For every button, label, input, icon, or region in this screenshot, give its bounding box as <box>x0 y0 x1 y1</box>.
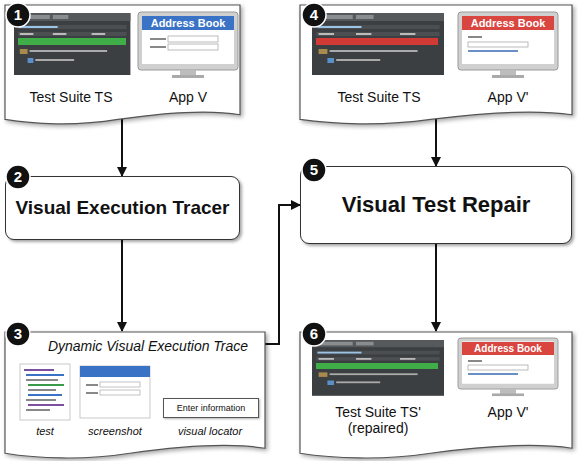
box-title: Visual Test Repair <box>301 167 571 243</box>
node-text: Test Suite TS' (repaired) <box>318 404 438 436</box>
document-shape: Dynamic Visual Execution Trace testscreen… <box>5 332 265 457</box>
callout-number: 5 <box>302 158 326 182</box>
node-text: test <box>15 425 75 438</box>
app-header-title: Address Book <box>462 342 554 355</box>
flow-arrow <box>121 117 123 176</box>
process-box: Visual Test Repair <box>300 166 572 244</box>
locator-box: Enter information <box>163 398 259 418</box>
node-text: App V' <box>458 404 558 420</box>
callout-number: 2 <box>6 165 30 189</box>
app-header-title: Address Book <box>142 16 234 30</box>
box-title: Visual Execution Tracer <box>6 177 239 239</box>
flow-arrow <box>435 244 437 331</box>
callout-number: 6 <box>302 322 326 346</box>
callout-number: 3 <box>6 322 30 346</box>
flow-arrow <box>121 240 123 331</box>
node-text: App V' <box>458 89 558 105</box>
node-text: screenshot <box>77 425 153 438</box>
flow-arrow <box>263 205 300 344</box>
process-box: Visual Execution Tracer <box>5 176 240 240</box>
node-text: visual locator <box>159 425 261 438</box>
box-title: Enter information <box>164 399 258 417</box>
node-text: Test Suite TS <box>15 89 127 105</box>
flow-arrow <box>435 117 437 166</box>
callout-number: 4 <box>302 3 326 27</box>
node-text: App V <box>138 89 238 105</box>
node-text: Dynamic Visual Execution Trace <box>35 338 261 354</box>
node-text: Test Suite TS <box>314 89 444 105</box>
app-header-title: Address Book <box>462 16 554 30</box>
callout-number: 1 <box>6 3 30 27</box>
